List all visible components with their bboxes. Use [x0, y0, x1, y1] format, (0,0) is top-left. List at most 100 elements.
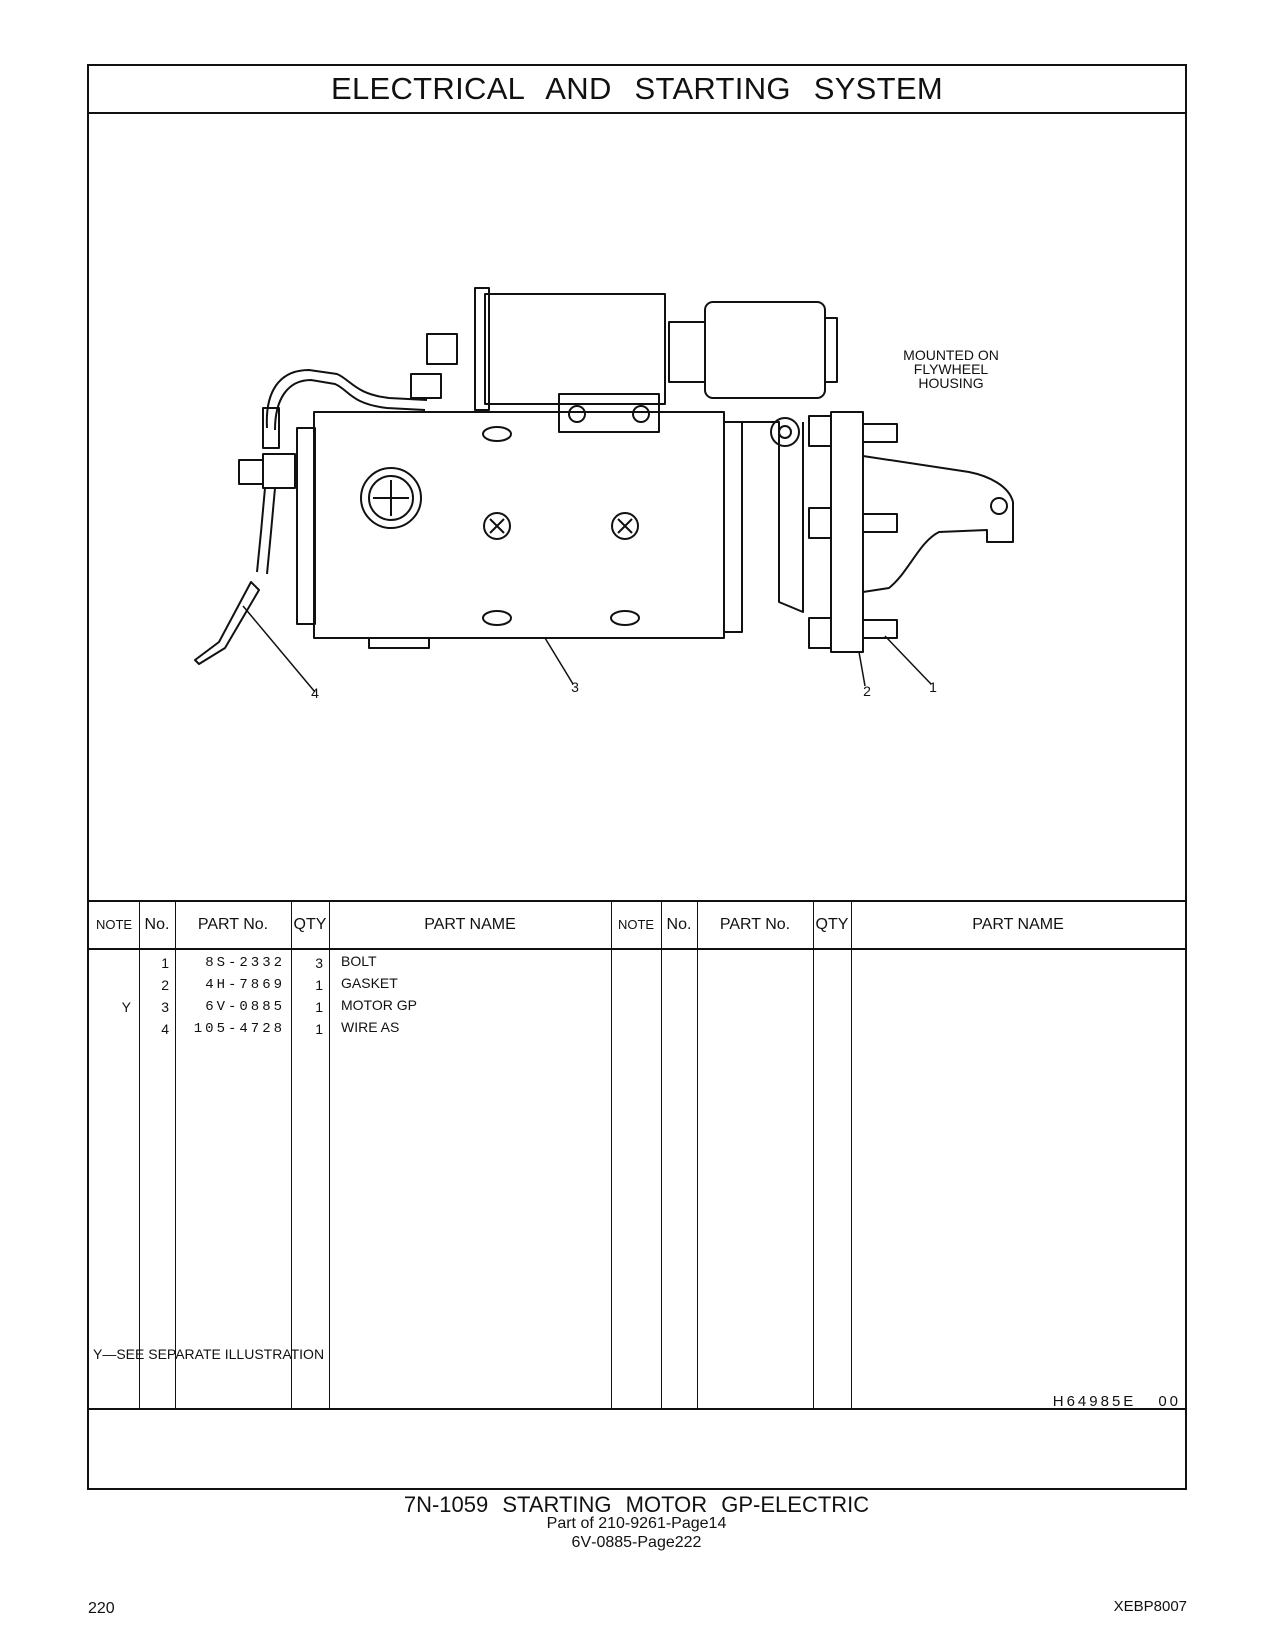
row-note: Y: [121, 999, 131, 1015]
end-terminal-nut: [238, 459, 264, 485]
illustration-code-rev: 00: [1158, 1393, 1181, 1410]
wire-lower: [256, 487, 266, 573]
row-part-name: BOLT: [341, 953, 377, 969]
col-divider: [661, 902, 662, 1408]
group-caption: 7N‐1059 STARTING MOTOR GP‐ELECTRIC: [403, 1492, 870, 1517]
header-note-right: NOTE: [617, 917, 655, 932]
wire-lower-inner: [266, 487, 276, 575]
body-screw-b: [611, 512, 639, 540]
solenoid-end-shape: [824, 317, 838, 383]
parts-page-frame: ELECTRICAL AND STARTING SYSTEM: [87, 64, 1187, 1490]
body-screw-bottom-a: [482, 610, 512, 626]
header-note-left: NOTE: [95, 917, 133, 932]
flange-bolt-head-mid: [808, 507, 832, 539]
leader-3: [544, 637, 574, 685]
page-title: ELECTRICAL AND STARTING SYSTEM: [89, 66, 1185, 114]
pinion-housing: [862, 455, 1014, 593]
row-part-no: 4H-7869: [205, 977, 285, 993]
row-qty: 1: [315, 999, 323, 1015]
header-partname-right: PART NAME: [972, 916, 1064, 933]
group-cross-ref: 6V‐0885‐Page222: [571, 1534, 702, 1551]
col-divider: [813, 902, 814, 1408]
terminal-upper: [426, 333, 458, 365]
row-part-no: 6V-0885: [205, 999, 285, 1015]
row-part-no: 105-4728: [193, 1021, 285, 1037]
illustration-code-id: H64985E: [1052, 1393, 1137, 1410]
bolt-thread-mid: [862, 513, 898, 533]
inspection-plug-inner: [368, 475, 414, 521]
nose-frame-shape: [723, 421, 743, 633]
solenoid-shape: [484, 293, 666, 405]
bracket-shape: [558, 393, 660, 433]
body-screw-a: [483, 512, 511, 540]
leader-1: [884, 635, 932, 685]
group-parent-ref: Part of 210‐9261‐Page14: [546, 1515, 727, 1532]
page-number: 220: [88, 1600, 115, 1617]
wire-sleeve: [262, 407, 280, 449]
body-screw-top-a: [482, 426, 512, 442]
callout-4: 4: [311, 685, 319, 701]
inspection-plug: [360, 467, 422, 529]
terminal-lower: [410, 373, 442, 399]
mounted-note-line-3: HOUSING: [918, 375, 984, 391]
row-note: [89, 974, 131, 997]
row-no: 3: [161, 999, 169, 1015]
illustration-code: H64985E 00: [1053, 1393, 1181, 1410]
bolt-thread-top: [862, 423, 898, 443]
row-no: 4: [161, 1021, 169, 1037]
col-divider: [329, 902, 330, 1408]
solenoid-plunger-shape: [704, 301, 826, 399]
bottom-tab: [368, 638, 430, 649]
row-part-name: WIRE AS: [341, 1019, 400, 1035]
mounting-flange: [830, 411, 864, 653]
end-terminal-stud: [262, 453, 296, 489]
mounted-note-line-1: MOUNTED ON: [903, 347, 999, 363]
row-qty: 3: [315, 955, 323, 971]
row-note: [89, 952, 131, 975]
header-qty-right: QTY: [815, 916, 849, 933]
parts-table-header: NOTE No. PART No. QTY PART NAME NOTE No.…: [89, 902, 1185, 950]
header-partno-left: PART No.: [197, 916, 269, 933]
body-screw-bottom-b: [610, 610, 640, 626]
lifting-eye-hole: [778, 425, 792, 439]
col-divider: [291, 902, 292, 1408]
header-no-right: No.: [666, 916, 692, 933]
col-divider: [139, 902, 140, 1408]
separate-illustration-legend: Y—SEE SEPARATE ILLUSTRATION: [93, 1346, 325, 1362]
drive-housing: [742, 421, 804, 613]
wire-connector: [194, 581, 260, 665]
row-part-name: GASKET: [341, 975, 398, 991]
row-qty: 1: [315, 977, 323, 993]
motor-body-shape: [313, 411, 725, 639]
flange-bolt-head-bottom: [808, 617, 832, 649]
parts-table: NOTE No. PART No. QTY PART NAME NOTE No.…: [89, 900, 1185, 1410]
header-partname-left: PART NAME: [424, 916, 516, 933]
document-id: XEBP8007: [1113, 1598, 1187, 1615]
callout-1: 1: [929, 679, 937, 695]
mounted-note-line-2: FLYWHEEL: [913, 361, 989, 377]
col-divider: [611, 902, 612, 1408]
header-qty-left: QTY: [293, 916, 327, 933]
body-screw-a-cross: [489, 518, 505, 534]
header-no-left: No.: [144, 916, 170, 933]
header-partno-right: PART No.: [719, 916, 791, 933]
mounted-note: MOUNTED ON FLYWHEEL HOUSING: [899, 348, 1003, 390]
row-part-no: 8S-2332: [205, 955, 285, 971]
starting-motor-drawing: [194, 287, 1014, 693]
solenoid-cap-shape: [474, 287, 490, 411]
end-cap-shape: [296, 427, 316, 625]
col-divider: [697, 902, 698, 1408]
col-divider: [175, 902, 176, 1408]
wire-cable-upper: [265, 369, 428, 429]
bracket-bolt-left: [568, 405, 586, 423]
leader-2: [858, 651, 866, 687]
callout-3: 3: [571, 679, 579, 695]
row-qty: 1: [315, 1021, 323, 1037]
flange-bolt-head-top: [808, 415, 832, 447]
col-divider: [851, 902, 852, 1408]
wire-cable-upper-inner: [274, 379, 426, 431]
row-no: 1: [161, 955, 169, 971]
bolt-thread-bottom: [862, 619, 898, 639]
row-part-name: MOTOR GP: [341, 997, 417, 1013]
body-screw-b-cross: [617, 518, 633, 534]
